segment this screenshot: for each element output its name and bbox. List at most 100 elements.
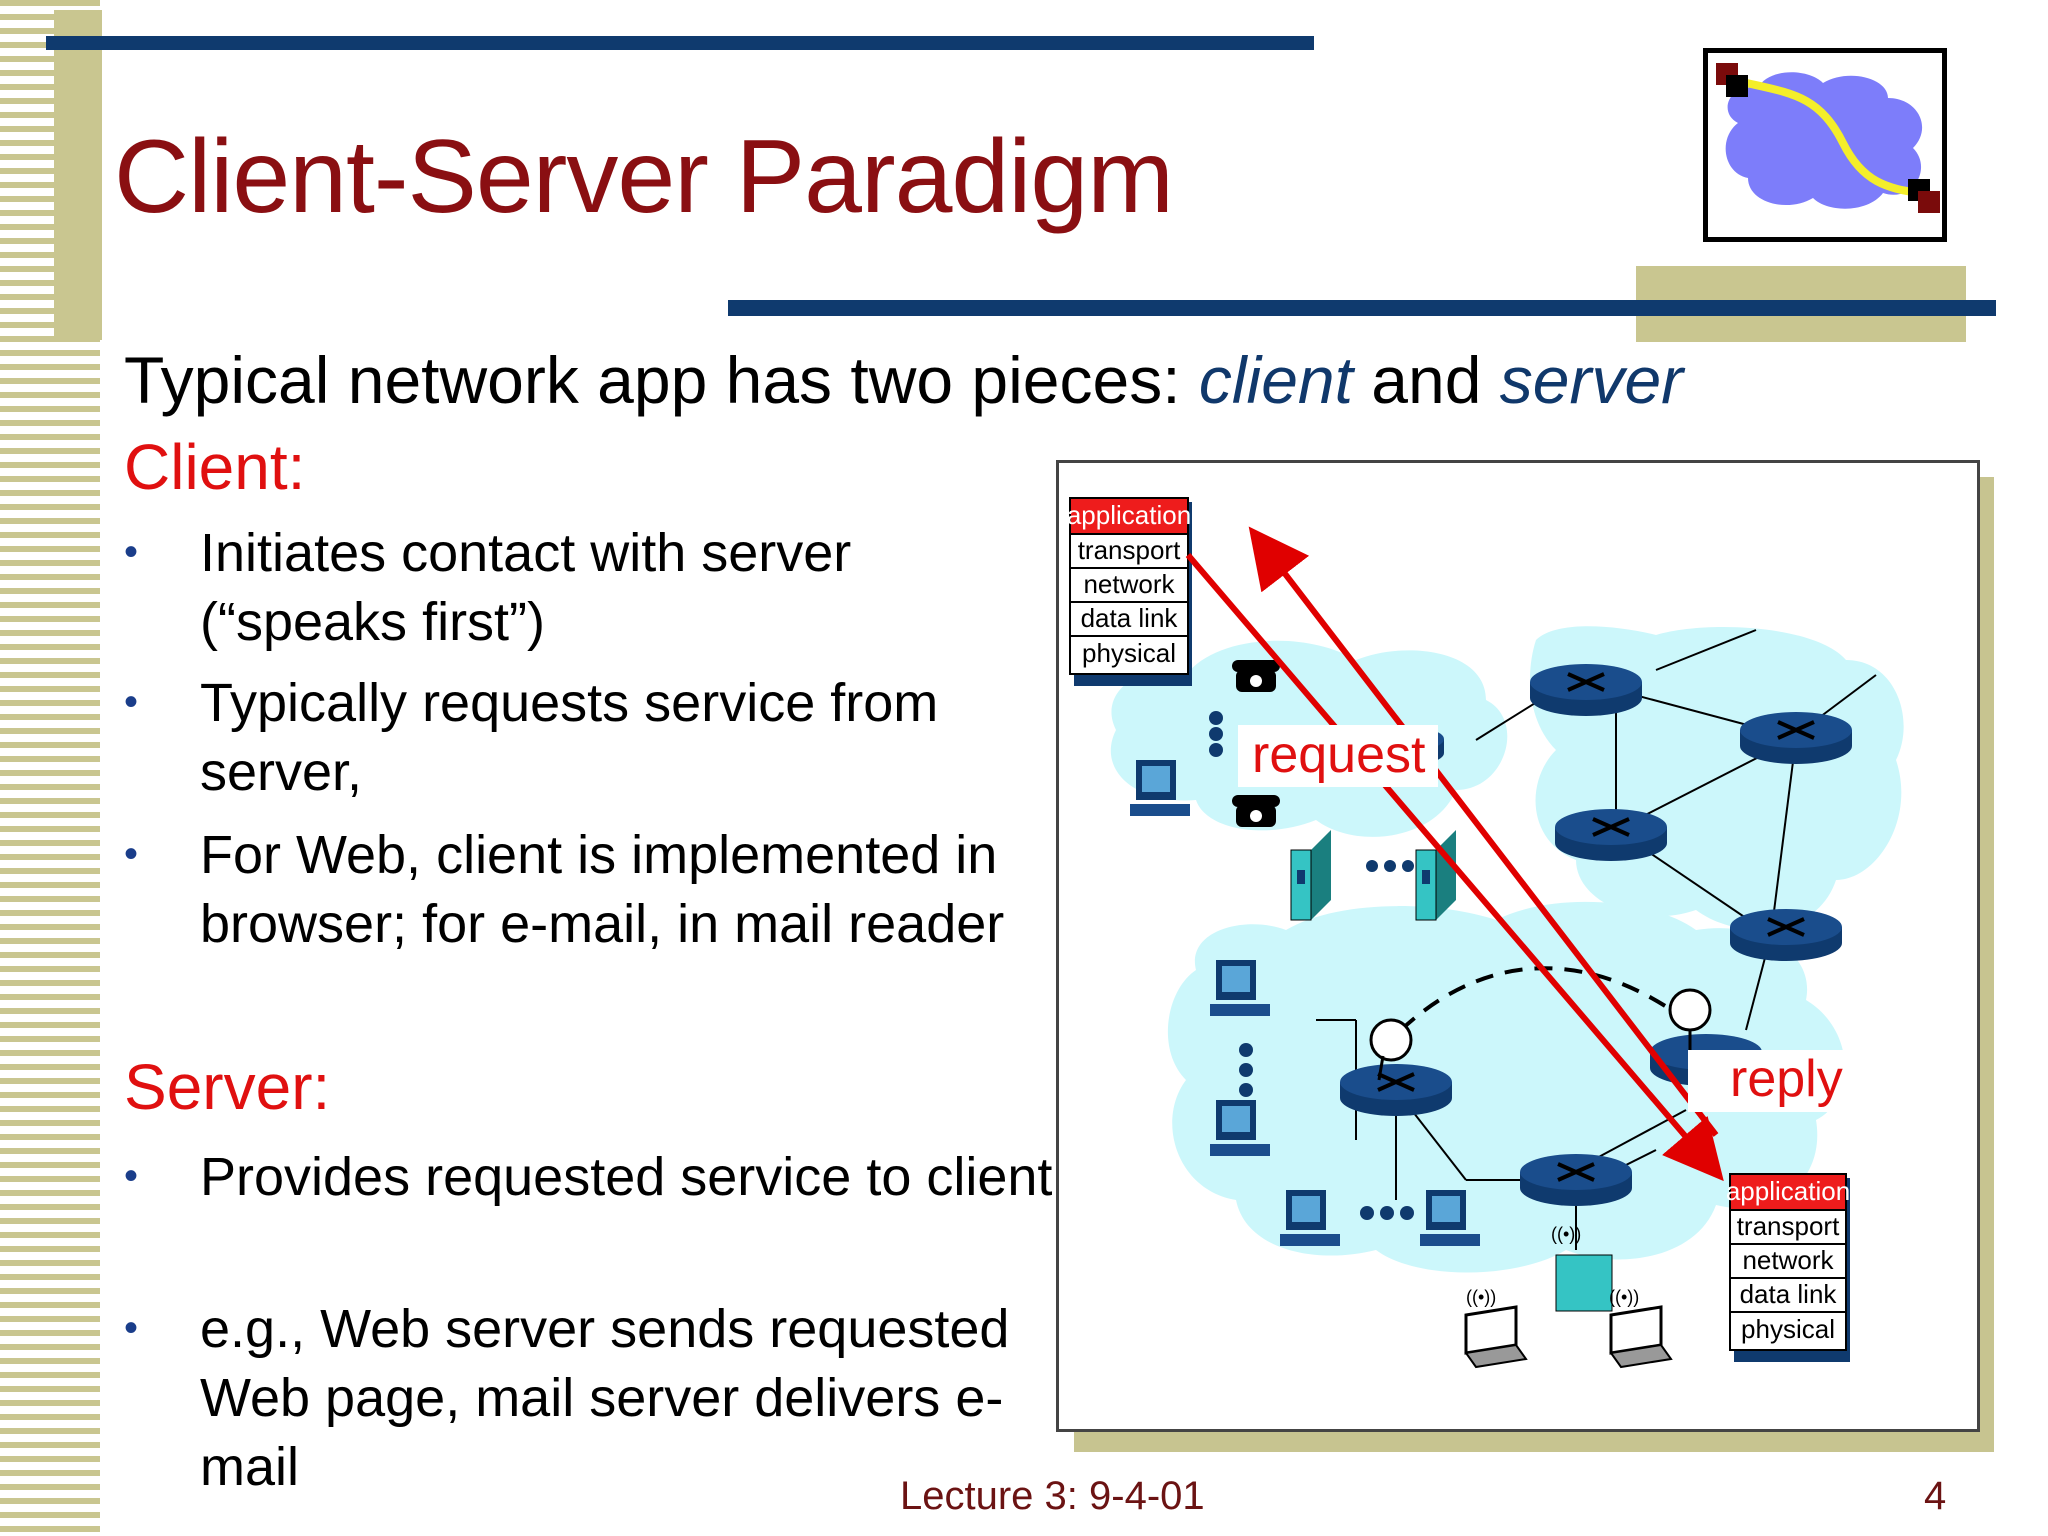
svg-text:((•)): ((•)) (1466, 1287, 1496, 1307)
computer-icons (1130, 711, 1480, 1246)
top-rule (46, 36, 1314, 50)
client-bullet-3: For Web, client is implemented in browse… (200, 825, 1005, 954)
svg-text:((•)): ((•)) (1551, 1224, 1581, 1244)
stripe-line (0, 392, 100, 398)
stripe-line (0, 1092, 100, 1098)
stripe-line (0, 1316, 100, 1322)
stripe-line (0, 1386, 100, 1392)
stripe-line (0, 742, 100, 748)
server-layer-application: application (1726, 1176, 1850, 1206)
client-bullet-2: Typically requests service from server, (200, 673, 939, 802)
client-protocol-stack: application transport network data link … (1067, 497, 1192, 686)
stripe-line (0, 910, 100, 916)
stripe-line (0, 644, 100, 650)
stripe-line (0, 504, 100, 510)
stripe-line (0, 1456, 100, 1462)
client-layer-data-link: data link (1081, 603, 1179, 633)
stripe-line (0, 868, 100, 874)
stripe-line (0, 420, 100, 426)
slide-title: Client-Server Paradigm (114, 119, 1174, 235)
client-heading: Client: (124, 431, 306, 503)
stripe-line (0, 490, 100, 496)
stripe-line (0, 1120, 100, 1126)
stripe-line (0, 1470, 100, 1476)
stripe-line (0, 238, 100, 244)
stripe-line (0, 56, 100, 62)
stripe-line (0, 1246, 100, 1252)
subtitle-server: server (1499, 343, 1684, 417)
stripe-line (0, 1134, 100, 1140)
stripe-line (0, 14, 100, 20)
server-protocol-stack: application transport network data link … (1726, 1173, 1850, 1362)
client-layer-application: application (1067, 500, 1191, 530)
stripe-line (0, 560, 100, 566)
stripe-line (0, 280, 100, 286)
stripe-line (0, 1288, 100, 1294)
stripe-line (0, 1078, 100, 1084)
subtitle-client: client (1198, 343, 1353, 417)
stripe-line (0, 924, 100, 930)
footer-lecture: Lecture 3: 9-4-01 (900, 1474, 1205, 1518)
client-layer-physical: physical (1082, 638, 1176, 668)
stripe-line (0, 224, 100, 230)
wireless-access-point (1555, 1254, 1613, 1312)
reply-label: reply (1730, 1050, 1843, 1108)
stripe-line (0, 266, 100, 272)
page-number: 4 (1924, 1474, 1947, 1518)
stripe-line (0, 196, 100, 202)
stripe-line (0, 980, 100, 986)
stripe-line (0, 1008, 100, 1014)
stripe-line (0, 322, 100, 328)
stripe-line (0, 1274, 100, 1280)
stripe-line (0, 1050, 100, 1056)
stripe-line (0, 28, 100, 34)
stripe-line (0, 1344, 100, 1350)
stripe-line (0, 294, 100, 300)
stripe-line (0, 140, 100, 146)
reply-arrow (1248, 526, 1719, 1137)
stripe-line (0, 532, 100, 538)
stripe-line (0, 1022, 100, 1028)
stripe-line (0, 154, 100, 160)
server-bullet-1: Provides requested service to client (200, 1147, 1053, 1207)
stripe-line (0, 756, 100, 762)
network-logo (1703, 48, 1947, 242)
stripe-line (0, 1512, 100, 1518)
stripe-line (0, 448, 100, 454)
laptop-icons: ((•)) ((•)) ((•)) (1464, 1224, 1673, 1369)
stripe-line (0, 1190, 100, 1196)
stripe-line (0, 168, 100, 174)
stripe-line (0, 546, 100, 552)
stripe-line (0, 1302, 100, 1308)
bullet-marker: • (124, 1306, 139, 1350)
stripe-line (0, 672, 100, 678)
stripe-line (0, 1414, 100, 1420)
stripe-line (0, 1204, 100, 1210)
stripe-line (0, 854, 100, 860)
stripe-line (0, 252, 100, 258)
stripe-line (0, 1442, 100, 1448)
phone-icons (1232, 660, 1280, 827)
stripe-line (0, 84, 100, 90)
stripe-line (0, 1330, 100, 1336)
stripe-line (0, 1162, 100, 1168)
stripe-line (0, 462, 100, 468)
svg-text:((•)): ((•)) (1609, 1287, 1639, 1307)
stripe-line (0, 1358, 100, 1364)
satellite-link (1399, 966, 1688, 1032)
server-heading: Server: (124, 1051, 331, 1123)
stripe-line (0, 406, 100, 412)
server-layer-physical: physical (1741, 1314, 1835, 1344)
stripe-line (0, 350, 100, 356)
stripe-line (0, 1526, 100, 1532)
stripe-line (0, 714, 100, 720)
stripe-line (0, 182, 100, 188)
subtitle: Typical network app has two pieces: clie… (124, 342, 1683, 418)
stripe-line (0, 210, 100, 216)
stripe-line (0, 476, 100, 482)
stripe-line (0, 1372, 100, 1378)
stripe-line (0, 1400, 100, 1406)
stripe-line (0, 938, 100, 944)
stripe-line (0, 1484, 100, 1490)
stripe-line (0, 1428, 100, 1434)
